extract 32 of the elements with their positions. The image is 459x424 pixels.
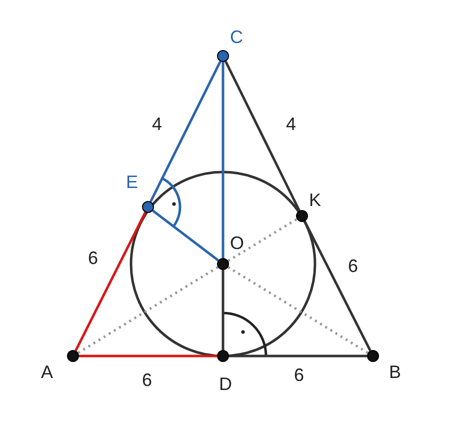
line-segment — [150, 60, 222, 202]
point-dot — [367, 350, 379, 362]
point-label: B — [389, 362, 402, 382]
line-segment — [222, 62, 224, 258]
line-segment — [229, 354, 367, 358]
point-dot — [217, 350, 229, 362]
line-segment — [152, 210, 219, 262]
length-label: 6 — [294, 365, 304, 385]
length-label: 4 — [152, 114, 162, 134]
point-dot — [67, 350, 79, 362]
point-label: C — [230, 27, 243, 47]
line-segment — [79, 354, 217, 358]
line-segment — [222, 270, 224, 350]
length-label: 6 — [348, 256, 358, 276]
point-label: O — [230, 233, 244, 253]
point-dot — [142, 201, 154, 213]
point-dot — [217, 258, 229, 270]
point-label: D — [219, 374, 232, 394]
point-label: A — [41, 362, 54, 382]
dotted-line — [77, 266, 219, 354]
point-dot — [296, 210, 308, 222]
line-segment — [304, 220, 372, 352]
line-segment — [224, 60, 300, 212]
line-segment — [74, 212, 146, 352]
point-dot — [217, 50, 229, 62]
dotted-line — [227, 218, 298, 262]
point-label: K — [309, 190, 322, 210]
point-label: E — [126, 172, 138, 192]
length-label: 6 — [142, 370, 152, 390]
length-label: 6 — [88, 248, 98, 268]
length-label: 4 — [286, 114, 296, 134]
dotted-line — [227, 266, 369, 354]
